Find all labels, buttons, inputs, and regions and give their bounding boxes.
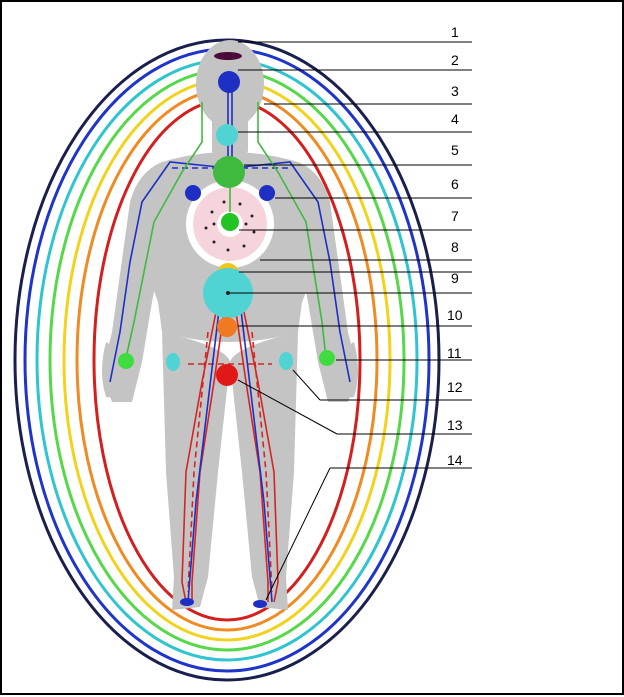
blue-channel-right-leg <box>239 301 273 603</box>
label-1: 1 <box>451 24 459 40</box>
right-shoulder-point-icon <box>259 185 275 201</box>
left-hip-point-icon <box>166 353 180 371</box>
label-13: 13 <box>447 417 463 433</box>
sacral-icon <box>217 317 237 337</box>
red-dash-left <box>187 331 209 593</box>
root-icon <box>216 364 238 386</box>
right-foot-point-icon <box>253 600 267 608</box>
heart-dots <box>204 200 256 252</box>
label-10: 10 <box>447 307 463 323</box>
crown-point-icon <box>214 52 242 60</box>
throat-icon <box>216 124 238 146</box>
label-2: 2 <box>451 52 459 68</box>
left-hand-point-icon <box>118 353 134 369</box>
energy-points <box>118 52 335 608</box>
energy-channels <box>109 84 351 603</box>
label-12: 12 <box>447 379 463 395</box>
blue-channel-left-leg <box>187 301 221 603</box>
red-channel-left-outer <box>181 311 217 603</box>
blue-channel-right-arm <box>231 161 351 383</box>
leader-15 <box>265 467 331 601</box>
right-hip-point-icon <box>279 352 293 370</box>
label-4: 4 <box>451 111 459 127</box>
left-shoulder-point-icon <box>185 185 201 201</box>
navel-center-dot <box>226 291 230 295</box>
leader-13 <box>292 369 321 401</box>
label-14: 14 <box>447 452 463 468</box>
left-leg <box>162 332 230 610</box>
red-dash-right <box>251 331 273 593</box>
heart-core-icon <box>221 213 239 231</box>
label-7: 7 <box>451 208 459 224</box>
right-hand-point-icon <box>319 350 335 366</box>
label-6: 6 <box>451 176 459 192</box>
leader-lines <box>230 41 472 601</box>
label-9: 9 <box>451 270 459 286</box>
blue-channel-left-arm <box>109 161 229 383</box>
label-5: 5 <box>451 142 459 158</box>
red-channel-right-outer <box>243 311 279 603</box>
left-foot-point-icon <box>180 598 194 606</box>
label-3: 3 <box>451 83 459 99</box>
number-labels: 1 2 3 4 5 6 7 8 9 10 11 12 13 14 <box>447 24 463 468</box>
green-channel-right <box>257 102 327 359</box>
third-eye-icon <box>218 71 240 93</box>
label-11: 11 <box>447 345 462 361</box>
label-8: 8 <box>451 239 459 255</box>
green-channel-left <box>125 102 203 359</box>
heart-icon <box>213 156 245 188</box>
leader-14 <box>237 379 338 435</box>
right-leg <box>230 332 298 610</box>
